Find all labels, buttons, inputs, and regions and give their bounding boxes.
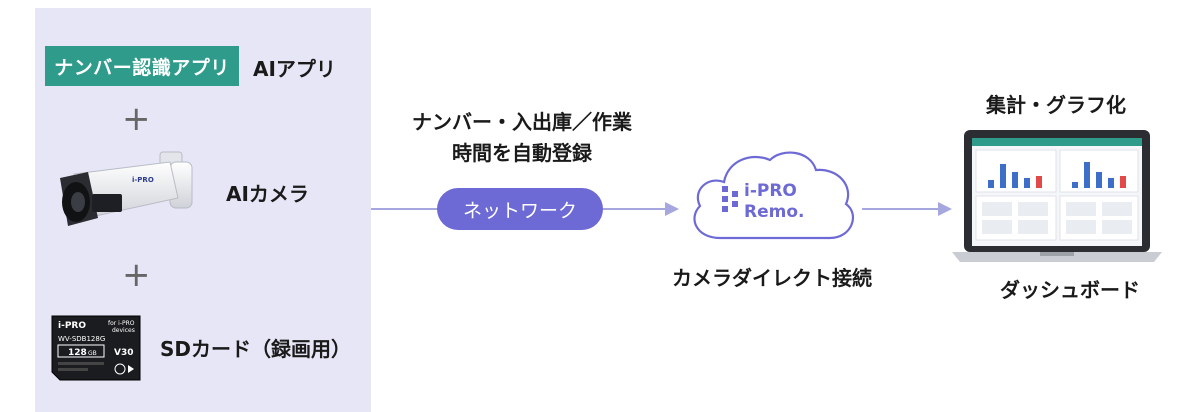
- sd-card-capacity: 128: [68, 348, 87, 358]
- network-pill: ネットワーク: [437, 188, 603, 230]
- cloud-brand-line-2: Remo.: [744, 202, 804, 222]
- number-recognition-app-badge: ナンバー認識アプリ: [45, 46, 239, 86]
- sd-card-brand: i-PRO: [58, 321, 86, 331]
- description-line-2: 時間を自動登録: [452, 141, 592, 165]
- description-text: ナンバー・入出庫／作業 時間を自動登録: [384, 107, 660, 169]
- cloud-icon: i-PRO Remo.: [693, 151, 855, 240]
- flow-line-middle: [603, 208, 667, 210]
- dashboard-laptop-image: [952, 130, 1162, 262]
- flow-line-right: [862, 208, 940, 210]
- sd-card-capacity-unit: GB: [88, 350, 97, 357]
- description-line-1: ナンバー・入出庫／作業: [412, 110, 632, 134]
- ai-camera-image: i-PRO: [60, 151, 193, 226]
- dashboard-label: ダッシュボード: [1000, 278, 1140, 302]
- aggregation-label: 集計・グラフ化: [986, 93, 1126, 117]
- sd-card-model: WV-SDB128G: [58, 335, 105, 343]
- sd-card-for-text-1: for i-PRO: [108, 320, 135, 327]
- direct-connect-label: カメラダイレクト接続: [672, 266, 872, 290]
- plus-icon: +: [122, 99, 151, 139]
- cloud-brand-line-1: i-PRO: [744, 181, 797, 201]
- arrow-head-icon: [938, 202, 952, 216]
- sd-card-speed-class: V30: [114, 348, 134, 358]
- camera-logo: i-PRO: [132, 176, 154, 184]
- sd-card-image: i-PRO for i-PRO devices WV-SDB128G 128 G…: [51, 315, 141, 381]
- arrow-head-icon: [665, 202, 679, 216]
- plus-icon: +: [122, 255, 151, 295]
- ai-app-label: AIアプリ: [253, 57, 336, 81]
- ai-camera-label: AIカメラ: [226, 182, 309, 206]
- flow-line-left: [371, 208, 441, 210]
- sd-card-label: SDカード（録画用）: [160, 337, 352, 361]
- sd-card-for-text-2: devices: [112, 327, 135, 334]
